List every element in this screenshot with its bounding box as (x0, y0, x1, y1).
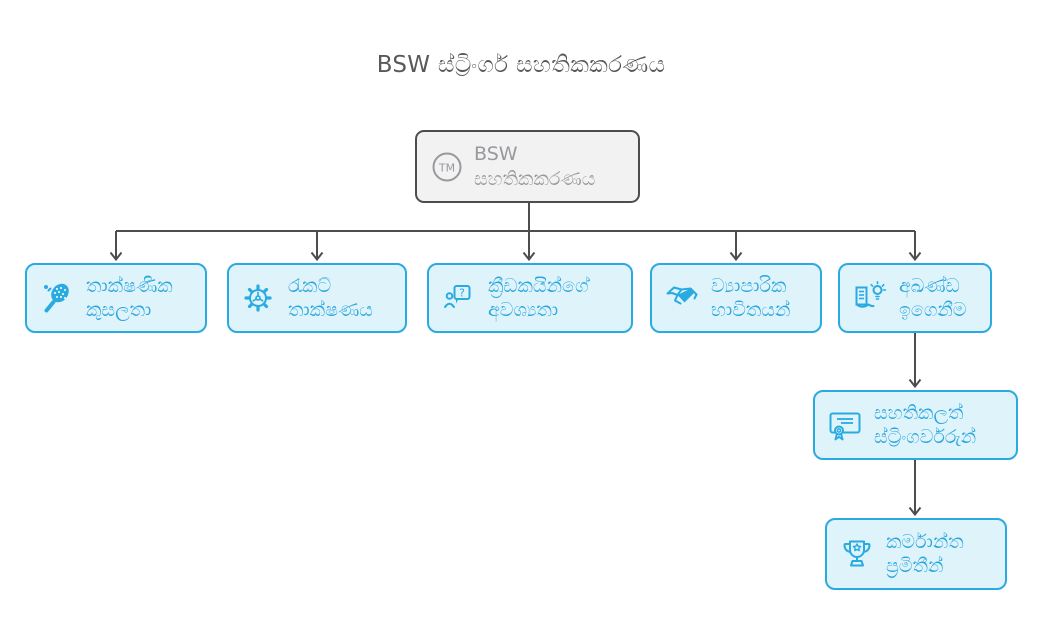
question-mark-glyph: ? (459, 287, 465, 300)
handshake-icon (666, 286, 698, 305)
person-question-icon: ? (444, 285, 471, 308)
book-lightbulb-icon (855, 280, 887, 308)
tm-icon-text: TM (438, 161, 455, 174)
certificate-icon (829, 412, 861, 441)
node-label: BSW සහතිකකරණය (474, 143, 596, 190)
node-label: අඛණ්ඩ ඉගෙනීම (899, 274, 967, 321)
node-players-needs: ? ක්‍රීඩකයින්ගේ අවශ්‍යතා (427, 263, 633, 333)
node-racquet-technology: රැකට් තාක්ෂණය (227, 263, 407, 333)
node-continuous-learning: අඛණ්ඩ ඉගෙනීම (838, 263, 992, 333)
gear-icon (244, 284, 272, 312)
node-label: තාක්ෂණික කුසලතා (86, 274, 173, 321)
node-label: කර්මාන්ත ප්‍රමිතීන් (886, 530, 964, 577)
node-business-practices: ව්‍යාපාරික භාවිතයන් (650, 263, 822, 333)
trophy-icon (843, 540, 871, 567)
node-bsw-certification-root: TM BSW සහතිකකරණය (415, 130, 640, 203)
node-label: ක්‍රීඩකයින්ගේ අවශ්‍යතා (488, 274, 589, 321)
node-label: රැකට් තාක්ෂණය (288, 274, 373, 321)
racket-icon (44, 283, 69, 313)
tm-icon: TM (432, 152, 462, 181)
node-certified-stringers: සහතිකලත් ස්ට්‍රිංගර්වරුන් (813, 390, 1018, 460)
node-label: ව්‍යාපාරික භාවිතයන් (711, 274, 791, 321)
node-technical-skills: තාක්ෂණික කුසලතා (25, 263, 207, 333)
page-title: BSW ස්ට්‍රිංගර් සහතිකකරණය (376, 52, 666, 78)
node-industry-standards: කර්මාන්ත ප්‍රමිතීන් (825, 518, 1007, 590)
node-label: සහතිකලත් ස්ට්‍රිංගර්වරුන් (874, 401, 977, 448)
